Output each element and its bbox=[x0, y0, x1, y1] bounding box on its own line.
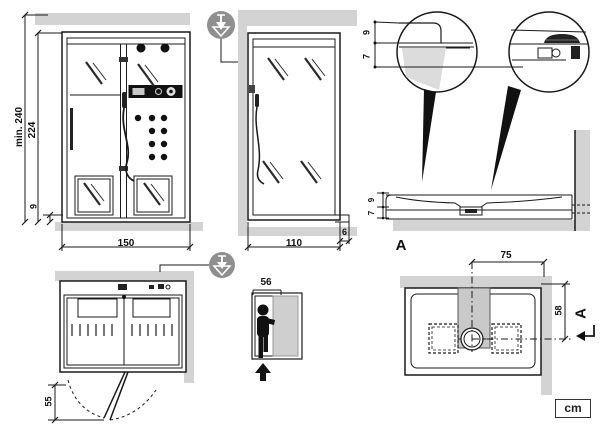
side-handset bbox=[255, 94, 259, 107]
wall-plan-right bbox=[184, 271, 194, 383]
dim-tray-overhang: 6 bbox=[341, 227, 347, 237]
seat-left bbox=[77, 298, 118, 318]
plan-view bbox=[48, 271, 194, 424]
dim-min-ceiling-height: min. 240 bbox=[14, 106, 25, 148]
drain-cap bbox=[544, 34, 580, 43]
plan-fitting bbox=[118, 284, 127, 290]
pointer-right bbox=[491, 86, 521, 190]
floor-section bbox=[393, 220, 575, 231]
pointer-left bbox=[422, 89, 436, 182]
side-hose bbox=[255, 106, 265, 185]
floor-front bbox=[55, 222, 203, 231]
dim-side-depth: 110 bbox=[285, 238, 303, 249]
dim-detail-lower: 7 bbox=[361, 54, 372, 60]
side-door-handle bbox=[249, 85, 255, 93]
wall-top-front bbox=[35, 13, 190, 25]
equipotential-bonding-icon bbox=[207, 11, 238, 63]
tray-plan-view bbox=[400, 258, 595, 395]
wall-plan-top bbox=[55, 271, 194, 281]
detail-circles bbox=[373, 11, 590, 190]
seat-right bbox=[132, 298, 171, 318]
door-swing-arc bbox=[67, 379, 105, 419]
wall-section bbox=[575, 130, 590, 231]
wall-trayplan-top bbox=[400, 276, 552, 288]
dim-section-rim: 9 bbox=[367, 197, 376, 203]
dim-drain-to-wall: 75 bbox=[500, 250, 512, 261]
entry-direction-arrow-icon bbox=[255, 363, 271, 381]
dim-tray-height: 9 bbox=[28, 204, 39, 210]
duckboard-slats bbox=[71, 324, 173, 336]
control-knob bbox=[154, 87, 163, 96]
dim-section-base: 7 bbox=[367, 210, 376, 216]
person-entry-icon bbox=[257, 304, 275, 358]
control-display bbox=[132, 88, 145, 95]
door-hinge bbox=[119, 57, 128, 62]
equipotential-bonding-icon bbox=[159, 252, 235, 278]
section-arrow-icon bbox=[576, 325, 595, 341]
speaker bbox=[136, 43, 146, 53]
section-label-a-plan: A bbox=[572, 308, 590, 319]
wall-trayplan-right bbox=[541, 276, 552, 395]
tray-section-view bbox=[377, 130, 592, 231]
front-view bbox=[21, 11, 203, 251]
dim-entry-width: 56 bbox=[260, 277, 272, 288]
entry-glass-panel bbox=[272, 295, 299, 357]
shower-handset bbox=[122, 92, 127, 108]
wall-top-side bbox=[238, 10, 357, 26]
drain-connector bbox=[571, 46, 580, 59]
door-handle bbox=[70, 108, 73, 150]
jets-grid bbox=[134, 114, 168, 161]
door-hinge bbox=[119, 166, 128, 171]
dim-cabin-height: 224 bbox=[27, 121, 38, 139]
drain-body bbox=[465, 209, 477, 213]
floor-side bbox=[238, 227, 357, 236]
unit-box: cm bbox=[555, 399, 591, 418]
section-label-a: A bbox=[395, 237, 407, 254]
shower-hose bbox=[122, 107, 135, 182]
dim-door-clearance: 55 bbox=[43, 396, 54, 407]
door-swing-arc bbox=[109, 389, 157, 421]
plan-fitting bbox=[158, 284, 164, 289]
plan-fitting bbox=[149, 285, 154, 289]
dim-drain-to-back: 58 bbox=[553, 305, 564, 316]
wall-side-vertical bbox=[238, 10, 247, 233]
dim-detail-upper: 9 bbox=[361, 30, 372, 36]
side-view bbox=[238, 10, 357, 251]
entry-view bbox=[251, 289, 303, 381]
dim-front-width: 150 bbox=[117, 238, 135, 249]
speaker bbox=[160, 43, 170, 53]
